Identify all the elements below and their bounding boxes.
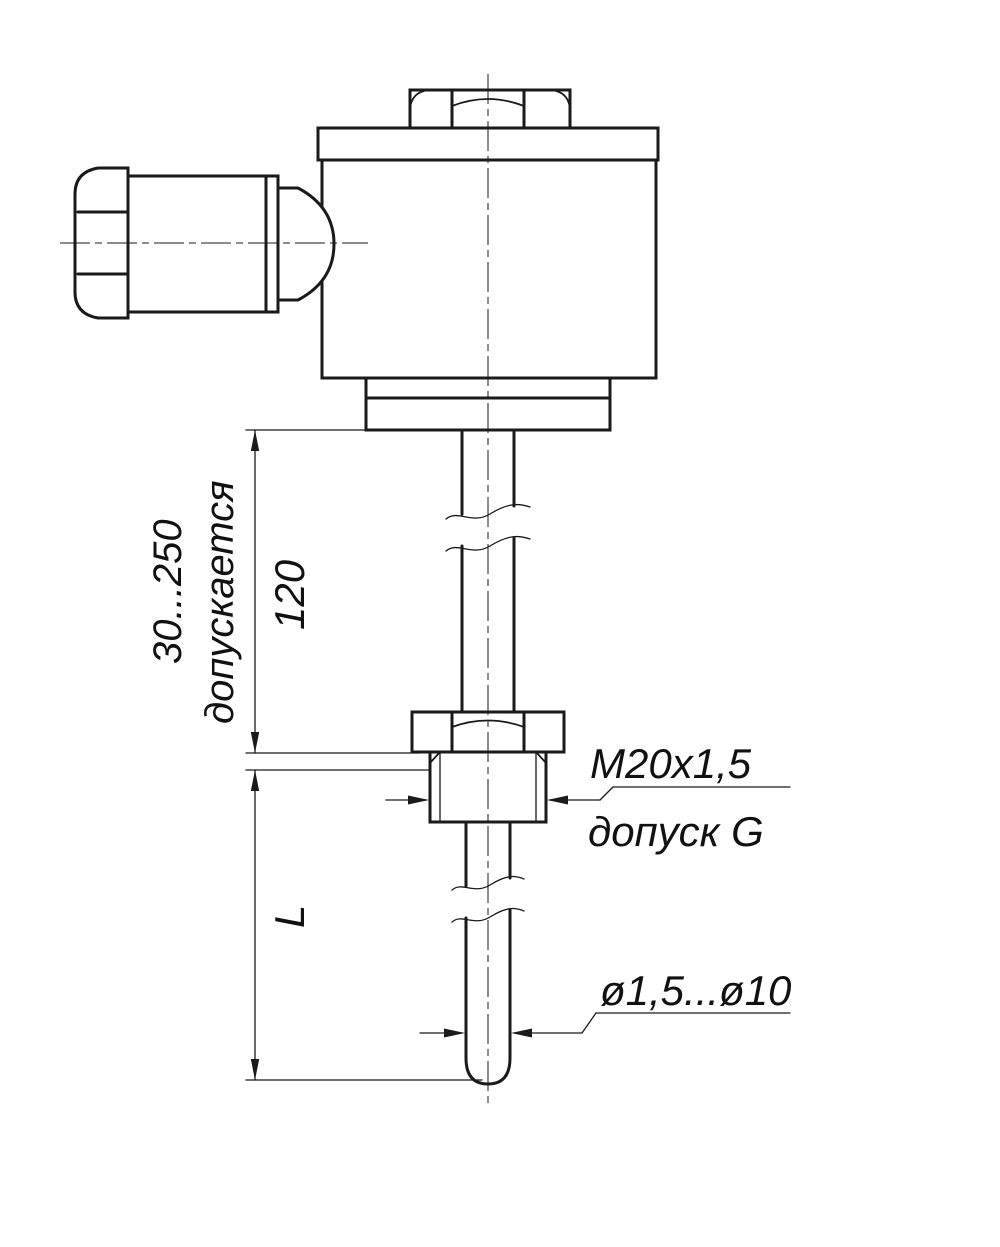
upper-stem-break-lines bbox=[445, 503, 531, 552]
head-body bbox=[320, 158, 658, 380]
allowed-range-note: допускается 30...250 bbox=[146, 480, 242, 724]
dimension-L-label: L bbox=[266, 905, 313, 928]
dimension-L: L bbox=[245, 769, 483, 1081]
cable-gland-body bbox=[126, 174, 280, 314]
cable-gland-nose bbox=[276, 186, 336, 302]
allowed-range-note-line2: 30...250 bbox=[146, 519, 190, 664]
cable-gland bbox=[73, 166, 336, 320]
top-hex-nut bbox=[408, 88, 572, 130]
probe-break-lines bbox=[451, 875, 525, 923]
dimension-120-label: 120 bbox=[266, 559, 313, 630]
dimension-120: 120 bbox=[245, 429, 463, 754]
thread-tolerance-label: допуск G bbox=[588, 808, 764, 855]
allowed-range-note-line1: допускается bbox=[198, 480, 242, 724]
thread-spec-label: M20x1,5 bbox=[590, 740, 752, 787]
diameter-callout: ø1,5...ø10 bbox=[419, 967, 792, 1038]
probe-diameter-label: ø1,5...ø10 bbox=[600, 967, 792, 1014]
upper-stem bbox=[460, 428, 516, 714]
thread-callout: M20x1,5 допуск G bbox=[385, 740, 791, 855]
